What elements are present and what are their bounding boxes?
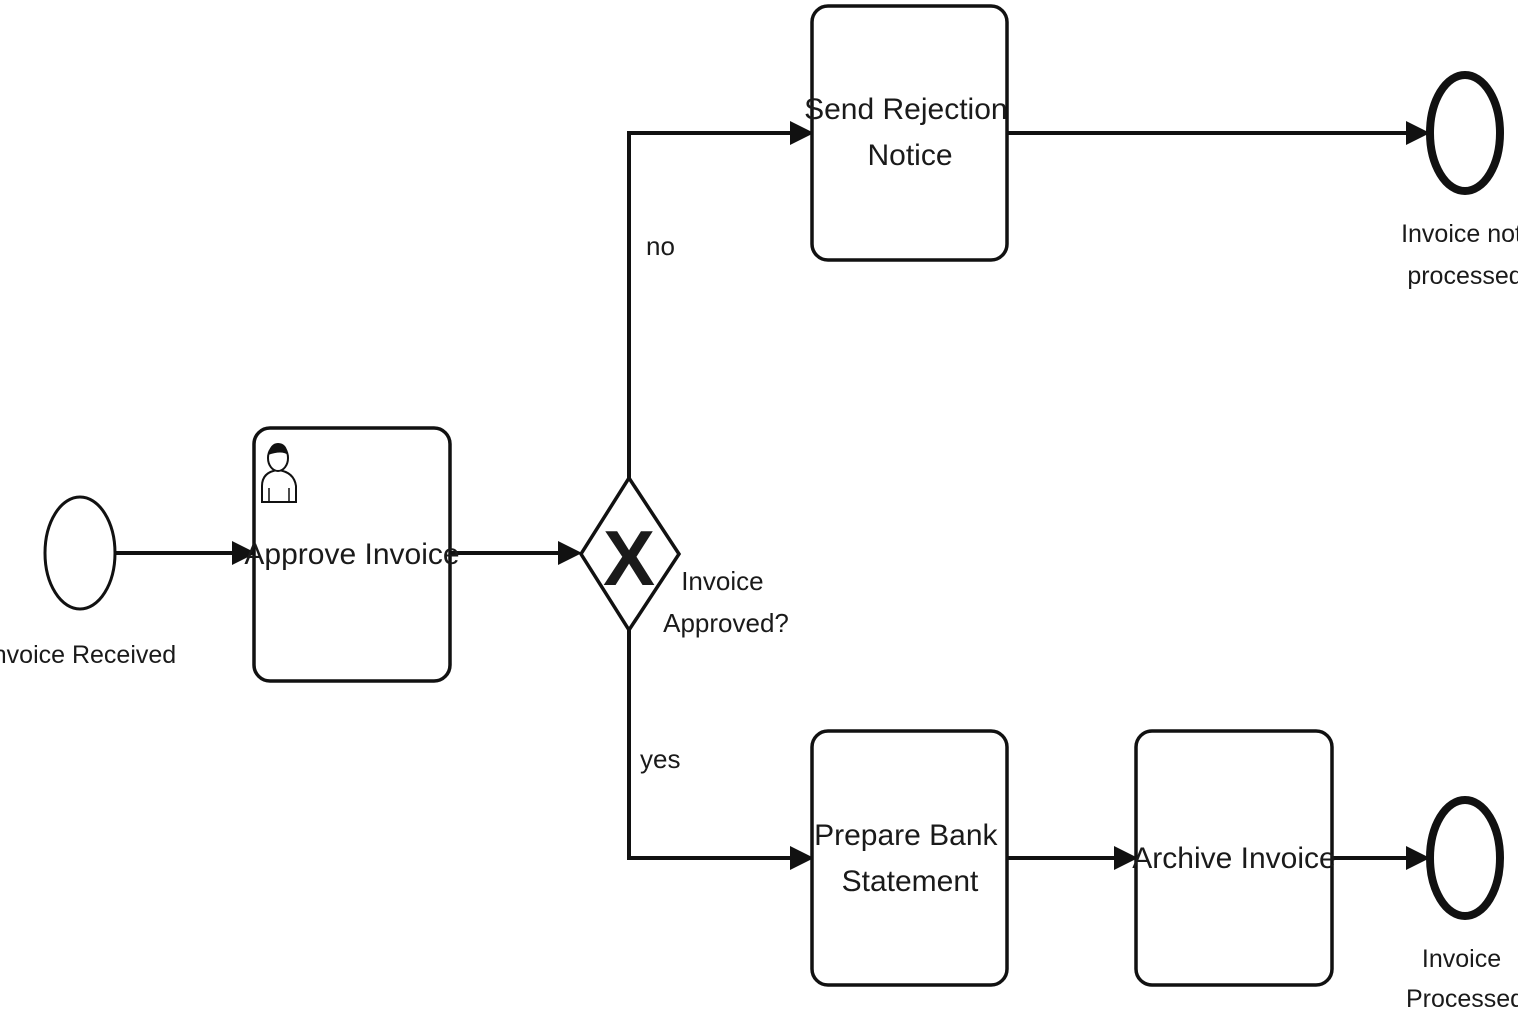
end-event-processed[interactable] [1426, 796, 1504, 920]
flow-label-yes: yes [640, 744, 680, 774]
task-prepare-bank-statement-label: Prepare Bank Statement [814, 819, 1006, 898]
gateway-diamond[interactable] [578, 474, 682, 634]
start-event-label: Invoice Received [0, 641, 176, 669]
task-send-rejection-notice-label: Send Rejection Notice [804, 93, 1016, 172]
user-icon [261, 443, 297, 503]
task-send-rejection-notice-box[interactable] [810, 4, 1009, 262]
task-archive-invoice-label: Archive Invoice [1132, 842, 1335, 875]
gateway-label: Invoice Approved? [663, 566, 789, 638]
task-approve-invoice-box[interactable] [252, 426, 452, 683]
task-prepare-bank-statement-box[interactable] [810, 729, 1009, 987]
task-archive-invoice-box[interactable] [1134, 729, 1334, 987]
end-event-not-processed[interactable] [1426, 71, 1504, 195]
task-archive-invoice[interactable]: Archive Invoice [1132, 729, 1336, 987]
flow-gateway-to-prepare[interactable] [627, 630, 814, 870]
gateway-x-marker: X [603, 514, 655, 602]
sequence-flows [116, 121, 1430, 870]
task-send-rejection-notice[interactable]: Send Rejection Notice [804, 4, 1016, 262]
task-approve-invoice[interactable]: Approve Invoice [244, 426, 460, 683]
task-prepare-bank-statement[interactable]: Prepare Bank Statement [810, 729, 1009, 987]
end-event-not-processed-label: Invoice not processed [1401, 220, 1518, 290]
end-event-processed-label: Invoice Processed [1406, 945, 1518, 1013]
task-approve-invoice-label: Approve Invoice [244, 538, 459, 571]
exclusive-gateway[interactable]: X [578, 474, 682, 634]
flow-label-no: no [646, 231, 675, 261]
flow-gateway-to-reject[interactable] [627, 121, 814, 478]
start-event[interactable] [43, 495, 117, 611]
start-event-circle[interactable] [43, 495, 117, 611]
end-event-not-processed-circle[interactable] [1426, 71, 1504, 195]
end-event-processed-circle[interactable] [1426, 796, 1504, 920]
